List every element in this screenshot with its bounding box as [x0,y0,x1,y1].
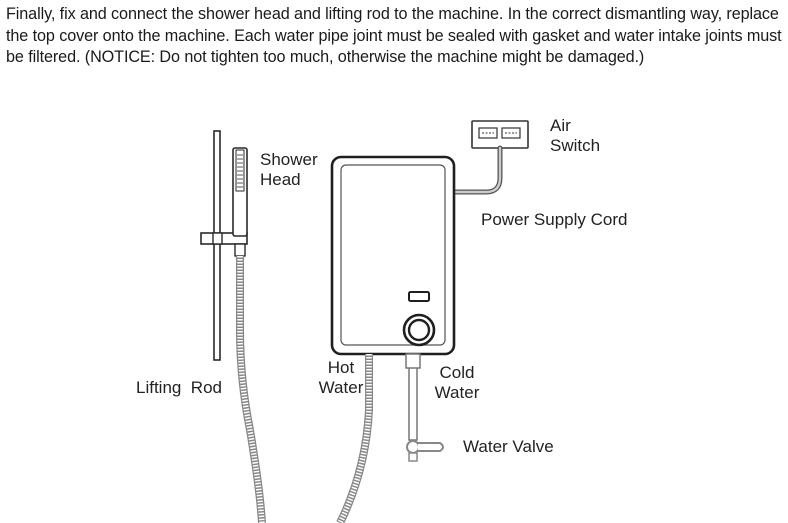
cold-water-label-line1: Cold [439,363,475,382]
air-switch [471,120,529,149]
water-valve-label: Water Valve [463,437,554,456]
shower-head-label-line1: Shower [260,150,318,169]
shower-head [232,147,248,257]
water-heater-unit [330,155,456,356]
hot-water-label-line1: Hot [327,358,355,377]
lifting-rod-label: Lifting Rod [136,378,222,397]
power-supply-cord-label: Power Supply Cord [481,210,628,229]
air-switch-label-line1: Air [550,116,571,135]
water-valve-icon [406,440,444,462]
lifting-rod [200,130,248,361]
power-supply-cord [451,145,503,195]
instruction-text: Finally, fix and connect the shower head… [6,5,782,66]
shower-head-label: Shower Head [260,150,318,190]
cold-water-pipe [405,353,421,441]
shower-head-label-line2: Head [260,170,301,189]
air-switch-label: Air Switch [550,116,600,156]
air-switch-label-line2: Switch [550,136,601,155]
hot-water-label-line2: Water [318,378,364,397]
shower-hose [236,256,373,523]
cold-water-label: Cold Water [431,363,483,403]
hot-water-label: Hot Water [315,358,367,398]
cold-water-label-line2: Water [434,383,480,402]
